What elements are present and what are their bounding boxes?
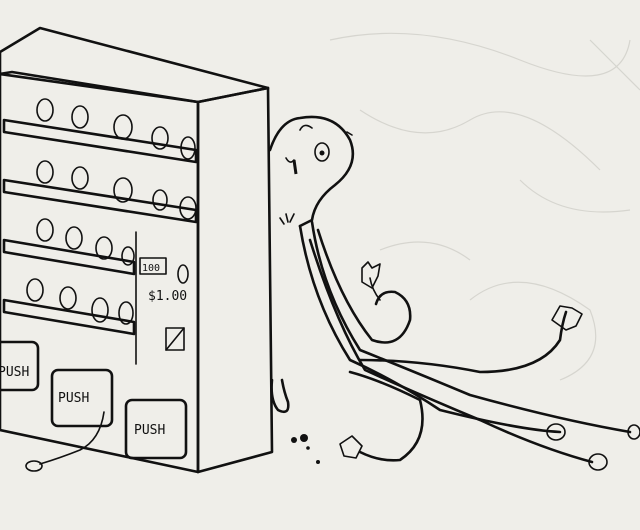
push-button-1-label: PUSH [0, 365, 29, 380]
ink-spots [291, 434, 320, 464]
tentacle-heads [339, 261, 640, 471]
push-button-3-label: PUSH [134, 423, 165, 438]
push-buttons: PUSH PUSH PUSH [0, 340, 188, 460]
price-label: $1.00 [148, 289, 187, 304]
coin-slot [177, 264, 189, 284]
change-return-slot [165, 327, 185, 351]
background-sketch [329, 32, 640, 381]
machine-side-panel [196, 86, 274, 474]
push-button-2[interactable] [50, 368, 114, 428]
shelves [2, 118, 198, 365]
coin-display [139, 257, 167, 275]
coin-display-text: 100 [142, 263, 160, 274]
machine-front-frame [0, 72, 200, 474]
push-button-1[interactable] [0, 340, 40, 392]
creature-eye [314, 142, 330, 162]
machine-top-panel [0, 26, 270, 104]
product-heads [26, 98, 197, 325]
price-panel: 100 $1.00 [139, 257, 189, 351]
push-button-2-label: PUSH [58, 391, 89, 406]
push-button-3[interactable] [124, 398, 188, 460]
octopus-creature [268, 115, 640, 471]
dropped-hose [39, 411, 105, 465]
tentacles [298, 220, 632, 464]
vending-machine: 100 $1.00 PUSH PUSH PUSH [0, 26, 274, 474]
creature-head [268, 115, 355, 228]
